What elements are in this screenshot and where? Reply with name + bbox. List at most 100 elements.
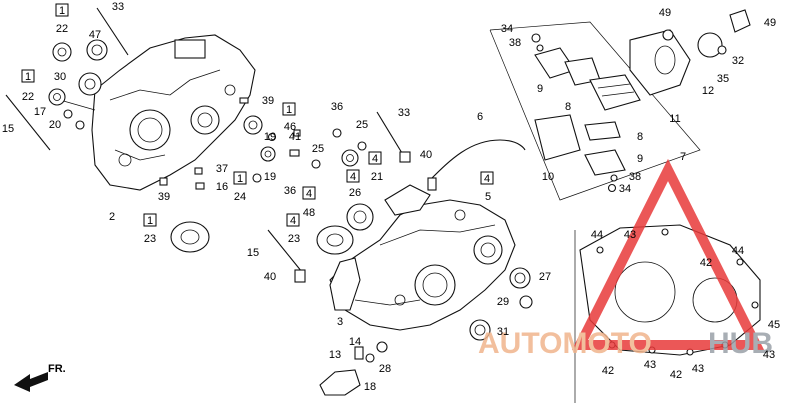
callout-23a: 23	[144, 233, 156, 245]
bolt-36-right	[332, 128, 342, 138]
callout-24: 24	[234, 191, 246, 203]
callout-28: 28	[379, 363, 391, 375]
callout-10: 10	[542, 171, 554, 183]
bearing-21	[341, 149, 359, 167]
callout-number: 38	[509, 37, 521, 49]
callout-34b: 34	[619, 183, 631, 195]
bolt-49	[662, 29, 674, 41]
callout-number: 43	[763, 349, 775, 361]
callout-13: 13	[329, 349, 341, 361]
callout-42c: 42	[670, 369, 682, 381]
callout-box	[233, 171, 247, 185]
callout-number: 14	[349, 336, 361, 348]
callout-number: 42	[602, 365, 614, 377]
callout-34a: 34	[501, 23, 513, 35]
callout-29: 29	[497, 296, 509, 308]
front-arrow-icon	[14, 372, 48, 392]
watermark-text-primary: AUTOMOTO	[478, 327, 652, 360]
callout-18: 18	[364, 381, 376, 393]
right-crankcase-half	[329, 184, 516, 331]
dowel-39	[239, 97, 249, 104]
washer-19b	[267, 132, 277, 142]
callout-1d: 1	[233, 171, 247, 185]
callout-43d: 43	[692, 363, 704, 375]
callout-1c: 1	[282, 102, 296, 116]
dowel-39-lower	[159, 177, 168, 186]
front-direction-indicator: FR.	[14, 363, 66, 392]
stud-bolt-15	[5, 94, 51, 151]
washer-20	[75, 120, 85, 130]
callout-number: 12	[702, 85, 714, 97]
watermark-text-secondary: HUB	[708, 327, 773, 360]
callout-number: 4	[350, 171, 356, 183]
callout-box	[143, 213, 157, 227]
callout-17: 17	[34, 106, 46, 118]
callout-number: 42	[670, 369, 682, 381]
callout-number: 40	[264, 271, 276, 283]
callout-43b: 43	[763, 349, 775, 361]
bearing-24	[260, 146, 276, 162]
washer-18	[365, 353, 375, 363]
callout-47: 47	[89, 29, 101, 41]
callout-49a: 49	[659, 7, 671, 19]
washer-25	[357, 141, 367, 151]
callout-2: 2	[109, 211, 115, 223]
breather-fitting	[427, 177, 437, 191]
callout-21: 21	[371, 171, 383, 183]
callout-45: 45	[768, 319, 780, 331]
callout-number: 15	[247, 247, 259, 259]
callout-number: 48	[303, 207, 315, 219]
callout-number: 39	[262, 95, 274, 107]
callout-number: 39	[158, 191, 170, 203]
callout-box	[21, 69, 35, 83]
callout-number: 47	[89, 29, 101, 41]
oil-seal-22-top	[52, 42, 72, 62]
callout-number: 46	[284, 121, 296, 133]
callout-number: 1	[237, 173, 243, 185]
callout-3: 3	[337, 316, 343, 328]
reed-stopper-8b	[584, 121, 621, 141]
callout-8a: 8	[565, 101, 571, 113]
callout-box	[302, 186, 316, 200]
callout-number: 31	[497, 326, 509, 338]
bearing-47	[86, 39, 108, 61]
callout-box	[282, 102, 296, 116]
callout-number: 36	[331, 101, 343, 113]
callout-30: 30	[54, 71, 66, 83]
reed-petal-9b	[584, 149, 626, 176]
callout-22b: 22	[22, 91, 34, 103]
callout-number: 4	[290, 215, 296, 227]
hose-clamp-12	[697, 32, 723, 58]
stud-bolts-left	[5, 7, 129, 151]
callout-number: 34	[619, 183, 631, 195]
oil-seal-29	[519, 295, 533, 309]
bolt-34	[531, 33, 541, 43]
callout-number: 38	[629, 171, 641, 183]
callout-6: 6	[477, 111, 483, 123]
callout-16: 16	[216, 181, 228, 193]
callout-box	[346, 169, 360, 183]
callout-14: 14	[349, 336, 361, 348]
callout-37: 37	[216, 163, 228, 175]
callout-number: 43	[644, 359, 656, 371]
callout-number: 41	[289, 131, 301, 143]
crank-bearing-48	[316, 225, 354, 255]
callout-number: 20	[49, 119, 61, 131]
callout-number: 35	[717, 73, 729, 85]
oil-seal-27	[509, 267, 531, 289]
callout-number: 6	[477, 111, 483, 123]
callout-number: 10	[542, 171, 554, 183]
callout-number: 18	[364, 381, 376, 393]
bearing-30	[78, 72, 102, 96]
callout-33a: 33	[112, 1, 124, 13]
callout-number: 1	[25, 71, 31, 83]
callout-number: 13	[329, 349, 341, 361]
callout-36b: 36	[331, 101, 343, 113]
callout-number: 9	[537, 83, 543, 95]
callout-8b: 8	[637, 131, 643, 143]
callout-number: 1	[147, 215, 153, 227]
callout-number: 32	[732, 55, 744, 67]
callout-number: 2	[109, 211, 115, 223]
callout-43c: 43	[644, 359, 656, 371]
